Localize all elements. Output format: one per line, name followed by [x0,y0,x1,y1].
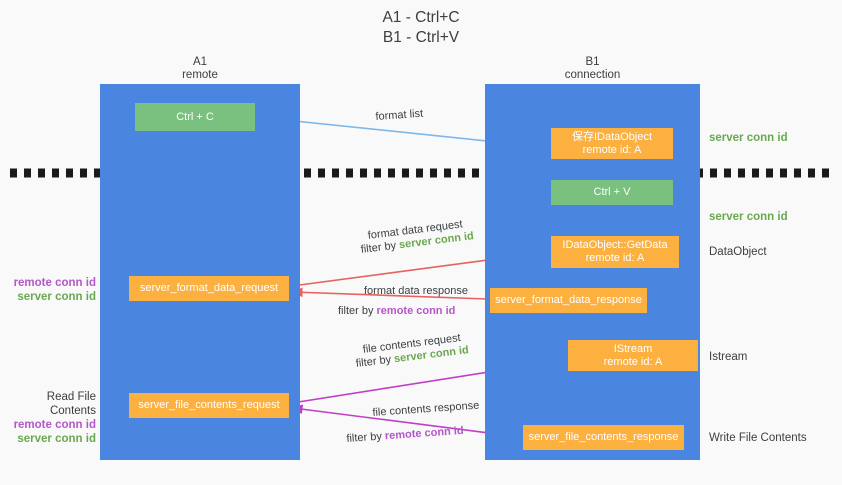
box-idataobject-getdata[interactable]: IDataObject::GetData remote id: A [551,236,679,268]
filter-prefix: filter by [355,353,395,370]
box-save-idataobject[interactable]: 保存IDataObject remote id: A [551,128,673,159]
box-istream[interactable]: IStream remote id: A [568,340,698,371]
note-conn-ids-format: remote conn id server conn id [0,276,96,304]
box-server-format-data-request[interactable]: server_format_data_request [129,276,289,301]
note-server-conn-id-2: server conn id [709,211,788,223]
filter-prefix: filter by [360,239,400,256]
note-remote-conn-id-2: remote conn id [13,419,96,431]
note-read-file-contents: Read File Contents remote conn id server… [0,390,96,446]
box-ctrl-c[interactable]: Ctrl + C [135,103,255,131]
edge-label-format-data-response: format data response [364,285,468,297]
note-dataobject: DataObject [709,246,767,258]
edge-label-file-contents-response-filter: filter by remote conn id [346,424,464,447]
column-header-b1: B1 connection [564,56,621,81]
page-title: A1 - Ctrl+C B1 - Ctrl+V [382,9,460,46]
box-server-format-data-response[interactable]: server_format_data_response [490,288,647,313]
filter-key-remote-conn-id: remote conn id [384,424,464,443]
note-remote-conn-id-1: remote conn id [13,277,96,289]
note-server-conn-id-3: server conn id [17,291,96,303]
note-server-conn-id-1: server conn id [709,132,788,144]
filter-prefix: filter by [346,430,386,445]
edge-label-format-list: format list [375,107,424,123]
edge-label-format-data-response-filter: filter by remote conn id [338,304,455,319]
filter-key-remote-conn-id: remote conn id [376,305,456,317]
column-header-a1: A1 remote [182,56,218,81]
note-server-conn-id-4: server conn id [17,433,96,445]
edge-label-file-contents-response: file contents response [372,399,480,419]
box-ctrl-v[interactable]: Ctrl + V [551,180,673,205]
note-istream: Istream [709,351,748,363]
note-read-file-contents-title: Read File Contents [46,391,96,417]
note-write-file-contents: Write File Contents [709,432,807,444]
box-server-file-contents-request[interactable]: server_file_contents_request [129,393,289,418]
box-server-file-contents-response[interactable]: server_file_contents_response [523,425,684,450]
filter-prefix: filter by [338,305,377,317]
